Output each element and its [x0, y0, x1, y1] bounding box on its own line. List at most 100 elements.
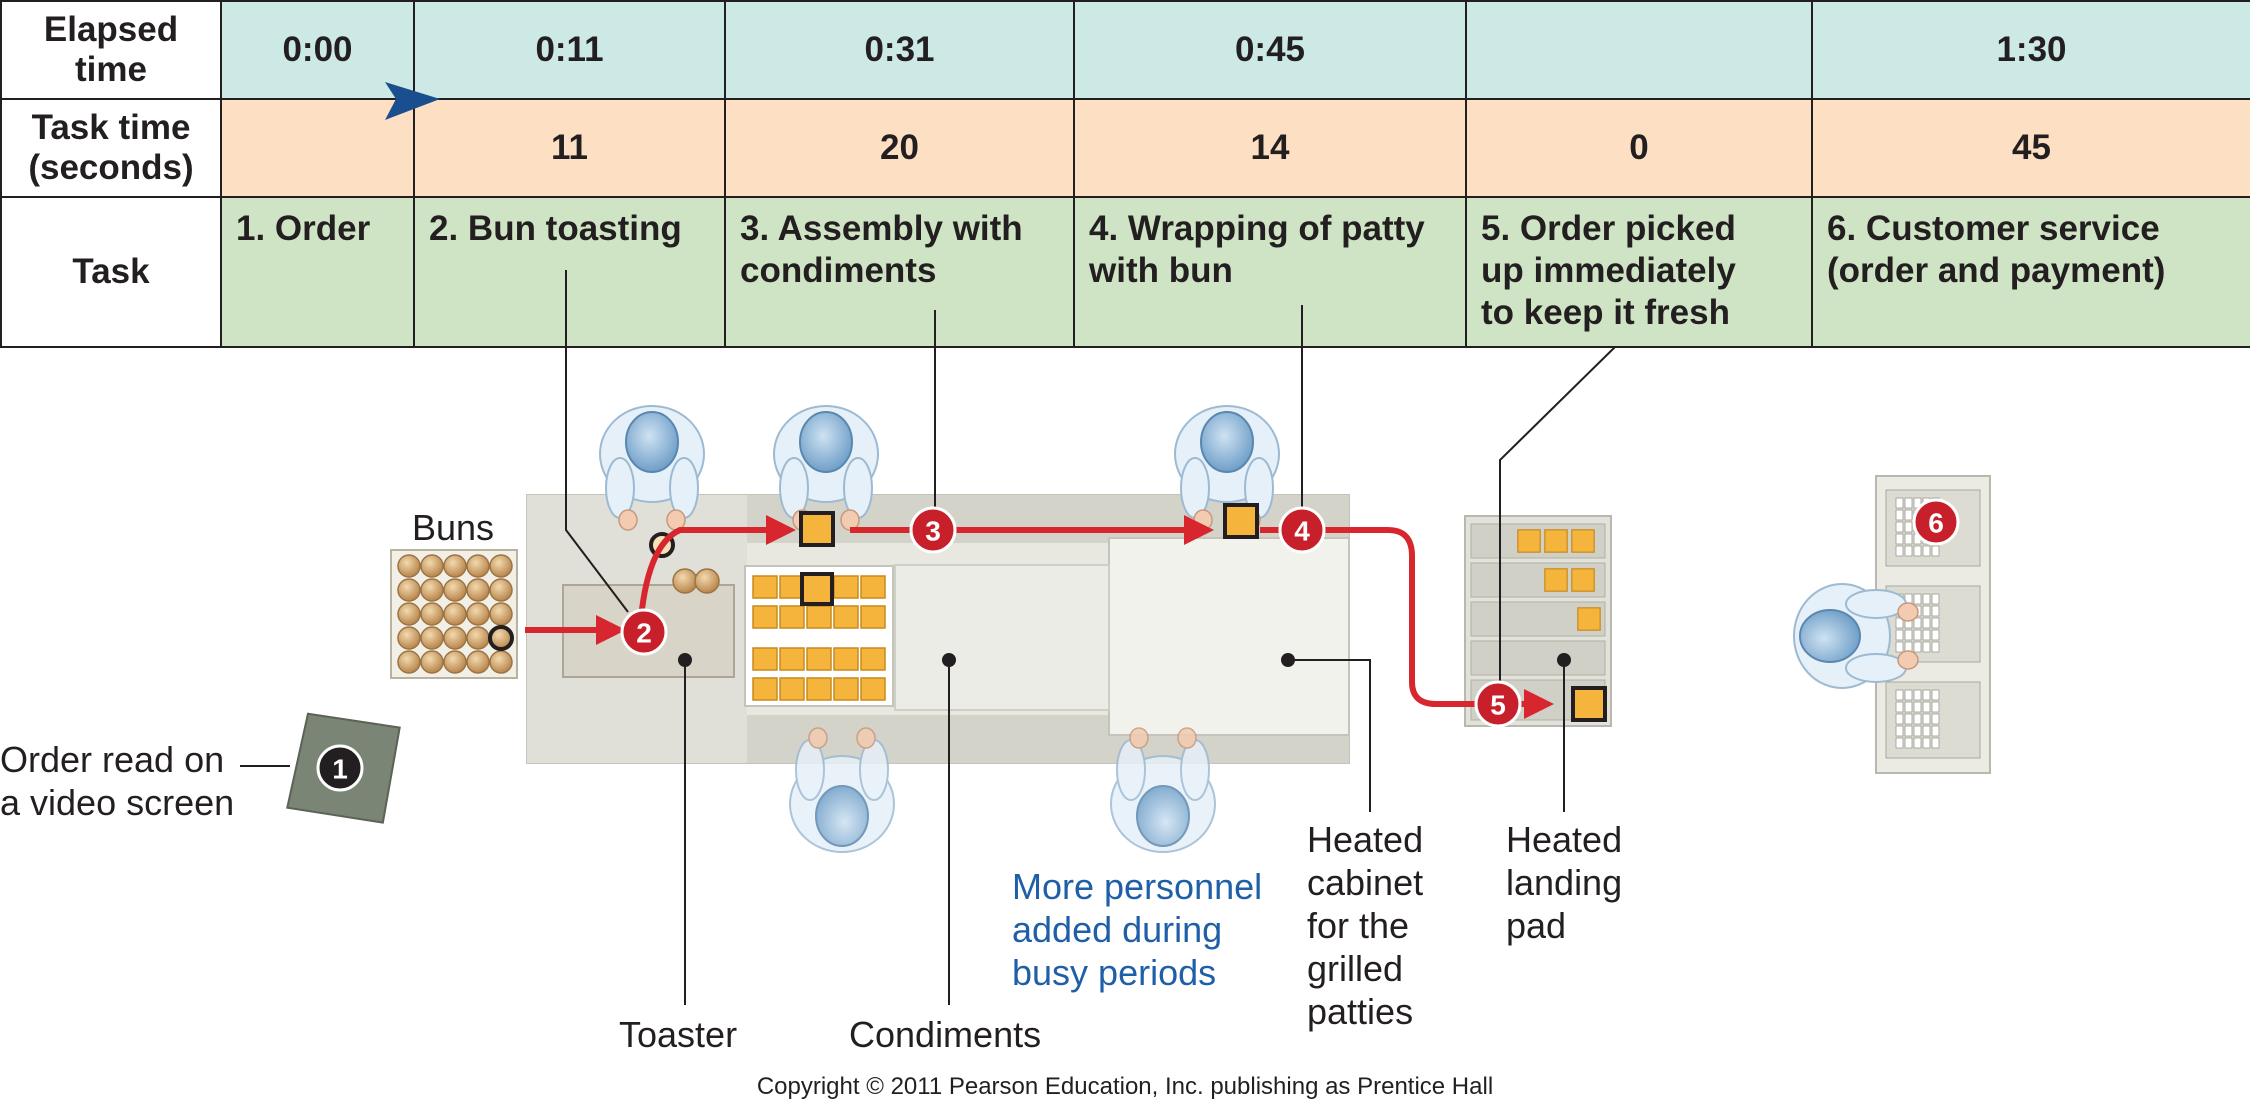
task-header: Task — [0, 196, 222, 348]
step-number: 2 — [636, 618, 652, 649]
elapsed-cell: 0:45 — [1073, 0, 1467, 100]
step-number: 6 — [1928, 508, 1944, 539]
condiment-icon — [860, 677, 886, 701]
task-time-row: Task time (seconds) 11 20 14 0 45 — [0, 98, 2250, 198]
bun-icon — [397, 578, 421, 602]
elapsed-cell: 1:30 — [1811, 0, 2250, 100]
toaster-label: Toaster — [619, 1014, 737, 1055]
order-box-icon — [800, 572, 834, 606]
process-timeline-table: Elapsed time 0:00 0:11 0:31 0:45 1:30 Ta… — [0, 0, 2250, 348]
task-time-cell: 11 — [413, 98, 726, 198]
order-read-label: a video screen — [0, 782, 234, 823]
more-personnel-label: busy periods — [1012, 952, 1216, 993]
heated-cabinet-label: cabinet — [1307, 862, 1423, 903]
bun-icon — [466, 650, 490, 674]
step-marker-1: 1 — [316, 744, 364, 792]
condiment-icon — [860, 647, 886, 671]
elapsed-time-row: Elapsed time 0:00 0:11 0:31 0:45 1:30 — [0, 0, 2250, 100]
bun-icon — [489, 554, 513, 578]
bun-icon — [397, 650, 421, 674]
flow-arrow — [1260, 527, 1554, 719]
task-time-header: Task time (seconds) — [0, 98, 222, 198]
bun-icon — [466, 626, 490, 650]
bun-icon — [489, 578, 513, 602]
condiments-area — [894, 564, 1110, 711]
heated-landing-pad-label: landing — [1506, 862, 1622, 903]
bun-icon — [466, 578, 490, 602]
bun-icon — [489, 650, 513, 674]
task-cell: 6. Customer service (order and payment) — [1811, 196, 2250, 348]
condiment-icon — [860, 605, 886, 629]
condiment-icon — [833, 575, 859, 599]
heated-cabinet-label: grilled — [1307, 948, 1403, 989]
bun-icon — [420, 602, 444, 626]
heated-cabinet-label: for the — [1307, 905, 1409, 946]
bun-icon — [397, 626, 421, 650]
condiment-icon — [779, 647, 805, 671]
task-cell: 3. Assembly with condiments — [724, 196, 1075, 348]
heated-landing-pad-label: Heated — [1506, 819, 1622, 860]
heated-cabinet — [1108, 537, 1350, 736]
step-number: 3 — [925, 516, 941, 547]
leader-dot — [1281, 653, 1295, 667]
condiment-icon — [833, 647, 859, 671]
order-box-icon — [799, 511, 835, 547]
bun-icon — [443, 626, 467, 650]
condiment-icon — [779, 605, 805, 629]
leader-dot — [942, 653, 956, 667]
condiment-icon — [752, 605, 778, 629]
condiment-icon — [752, 647, 778, 671]
task-cell: 1. Order — [220, 196, 415, 348]
toasting-bun-icon — [672, 568, 698, 594]
condiment-icon — [806, 605, 832, 629]
selected-bun-icon — [488, 625, 514, 651]
step-number: 5 — [1490, 690, 1506, 721]
elapsed-cell: 0:00 — [220, 0, 415, 100]
step-marker-2: 2 — [620, 608, 668, 656]
elapsed-time-header: Elapsed time — [0, 0, 222, 100]
bun-icon — [397, 602, 421, 626]
buns-label: Buns — [412, 507, 494, 548]
more-personnel-label: More personnel — [1012, 866, 1262, 907]
order-box-icon — [1571, 686, 1607, 722]
condiment-icon — [860, 575, 886, 599]
task-cell: 2. Bun toasting — [413, 196, 726, 348]
bun-icon — [443, 602, 467, 626]
bun-icon — [420, 554, 444, 578]
bun-icon — [489, 602, 513, 626]
leader-dot — [1557, 653, 1571, 667]
step-number: 1 — [332, 754, 348, 785]
condiment-icon — [833, 677, 859, 701]
bun-icon — [466, 602, 490, 626]
bun-icon — [466, 554, 490, 578]
task-cell: 4. Wrapping of patty with bun — [1073, 196, 1467, 348]
condiment-icon — [752, 677, 778, 701]
step-marker-4: 4 — [1278, 506, 1326, 554]
heated-cabinet-label: Heated — [1307, 819, 1423, 860]
elapsed-cell: 0:31 — [724, 0, 1075, 100]
elapsed-cell: 0:11 — [413, 0, 726, 100]
task-row: Task 1. Order 2. Bun toasting 3. Assembl… — [0, 196, 2250, 348]
registers — [1885, 489, 1981, 759]
heated-cabinet-label: patties — [1307, 991, 1413, 1032]
task-time-cell: 20 — [724, 98, 1075, 198]
more-personnel-label: added during — [1012, 909, 1222, 950]
leader-dot — [678, 653, 692, 667]
condiment-icon — [752, 575, 778, 599]
condiment-icon — [806, 647, 832, 671]
bun-icon — [443, 650, 467, 674]
buns-grid — [397, 554, 513, 674]
step-marker-6: 6 — [1912, 498, 1960, 546]
bun-icon — [443, 554, 467, 578]
bun-icon — [420, 650, 444, 674]
task-cell: 5. Order picked up immediately to keep i… — [1465, 196, 1813, 348]
copyright-notice: Copyright © 2011 Pearson Education, Inc.… — [757, 1073, 1493, 1100]
cash-register-icon — [1885, 681, 1981, 759]
condiments-label: Condiments — [849, 1014, 1041, 1055]
condiment-icon — [833, 605, 859, 629]
task-time-cell: 0 — [1465, 98, 1813, 198]
bun-icon — [443, 578, 467, 602]
order-box-icon — [1223, 503, 1259, 539]
step-marker-3: 3 — [909, 506, 957, 554]
